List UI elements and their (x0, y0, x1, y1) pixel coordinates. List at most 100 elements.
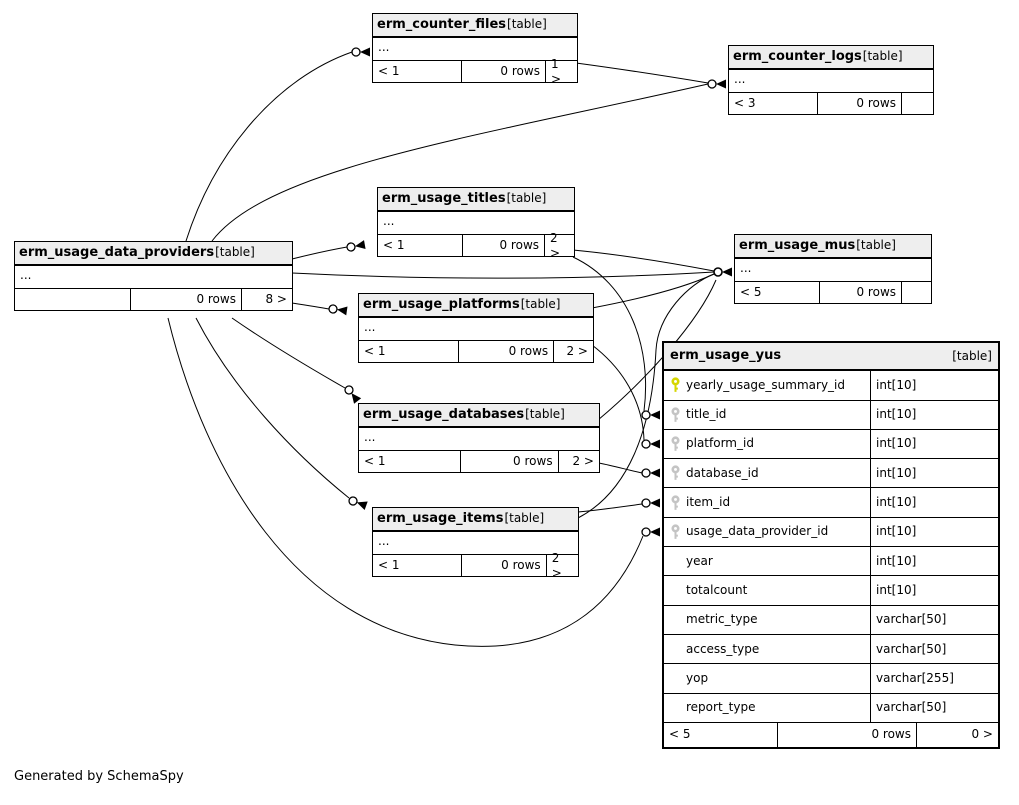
table-footer: < 5 0 rows (735, 282, 931, 304)
edge-files-logs (575, 62, 709, 84)
table-name-link[interactable]: erm_usage_platforms (363, 297, 520, 312)
row-count: 0 rows (818, 93, 902, 115)
table-erm-usage-data-providers[interactable]: erm_usage_data_providers[table] ... 0 ro… (14, 241, 293, 312)
children-count: 2 > (572, 454, 594, 469)
edge-titles-yus (572, 256, 647, 412)
table-erm-usage-yus[interactable]: erm_usage_yus [table] yearly_usage_summa… (662, 341, 1000, 749)
table-erm-usage-platforms[interactable]: erm_usage_platforms[table] ... < 1 0 row… (358, 293, 594, 364)
row-count: 0 rows (778, 722, 917, 747)
table-erm-usage-titles[interactable]: erm_usage_titles[table] ... < 1 0 rows 2… (377, 187, 575, 260)
table-type-tag: [table] (862, 49, 903, 63)
column-row: access_type varchar[50] (664, 634, 998, 665)
elided-columns-row: ... (373, 532, 578, 556)
row-count: 0 rows (459, 341, 555, 363)
table-header: erm_counter_files[table] (373, 14, 577, 39)
column-name: platform_id (686, 436, 754, 451)
column-row: totalcount int[10] (664, 576, 998, 606)
row-count: 0 rows (462, 61, 546, 83)
table-header: erm_usage_items[table] (373, 508, 578, 533)
table-type-tag: [table] (215, 245, 255, 259)
column-row: platform_id int[10] (664, 429, 998, 460)
foreign-key-icon (664, 465, 686, 481)
table-name-link[interactable]: erm_usage_yus (670, 348, 782, 363)
edge-items-yus (577, 503, 643, 513)
column-type: int[10] (870, 400, 998, 429)
row-count: 0 rows (461, 451, 559, 473)
table-erm-usage-mus[interactable]: erm_usage_mus[table] ... < 5 0 rows (734, 234, 932, 305)
table-footer: < 5 0 rows 0 > (664, 722, 998, 747)
column-row: title_id int[10] (664, 400, 998, 430)
column-name: database_id (686, 465, 759, 480)
edge-endpoints (328, 47, 732, 537)
parents-count: < 5 (735, 282, 821, 304)
children-count: 2 > (566, 344, 588, 359)
foreign-key-icon (664, 494, 686, 511)
table-type-tag: [table] (504, 511, 545, 525)
table-erm-usage-items[interactable]: erm_usage_items[table] ... < 1 0 rows 2 … (372, 507, 579, 580)
edge-platforms-mus (591, 273, 715, 309)
table-name-link[interactable]: erm_usage_databases (363, 407, 525, 422)
foreign-key-icon (664, 436, 686, 452)
column-type: varchar[255] (870, 664, 998, 693)
table-header: erm_usage_platforms[table] (359, 294, 593, 319)
column-row: year int[10] (664, 547, 998, 577)
children-count (902, 102, 933, 106)
column-row: yearly_usage_summary_id int[10] (664, 371, 998, 401)
column-row: usage_data_provider_id int[10] (664, 517, 998, 548)
edge-dp-mus (291, 271, 715, 279)
parents-count: < 1 (359, 451, 462, 473)
table-erm-counter-logs[interactable]: erm_counter_logs[table] ... < 3 0 rows (728, 45, 934, 116)
table-name-link[interactable]: erm_usage_items (377, 511, 504, 526)
table-footer: 0 rows 8 > (15, 289, 292, 311)
table-footer: < 1 0 rows 2 > (359, 341, 593, 363)
column-row: metric_type varchar[50] (664, 605, 998, 635)
table-header: erm_usage_titles[table] (378, 188, 574, 213)
column-name: yearly_usage_summary_id (686, 377, 845, 392)
parents-count (15, 289, 132, 311)
table-header: erm_usage_databases[table] (359, 404, 599, 429)
column-type: int[10] (870, 517, 998, 547)
row-count: 0 rows (820, 282, 903, 304)
children-count (902, 291, 931, 295)
column-type: int[10] (870, 547, 998, 576)
table-name-link[interactable]: erm_counter_logs (733, 49, 862, 64)
elided-columns-row: ... (729, 70, 933, 94)
row-count: 0 rows (463, 235, 546, 257)
edge-dp-platforms (291, 302, 330, 310)
column-type: varchar[50] (870, 634, 998, 664)
table-name-link[interactable]: erm_usage_mus (739, 238, 856, 253)
column-name: yop (686, 670, 709, 685)
table-header: erm_usage_yus [table] (664, 343, 998, 372)
edge-dp-items (195, 317, 350, 499)
children-count: 1 > (550, 56, 562, 86)
table-header: erm_usage_mus[table] (735, 235, 931, 260)
table-name-link[interactable]: erm_usage_data_providers (19, 245, 215, 260)
column-type: int[10] (870, 371, 998, 400)
parents-count: < 3 (729, 93, 818, 115)
column-name: report_type (686, 700, 756, 715)
column-type: varchar[50] (870, 693, 998, 722)
column-name: title_id (686, 407, 727, 422)
table-erm-counter-files[interactable]: erm_counter_files[table] ... < 1 0 rows … (372, 13, 578, 86)
parents-count: < 5 (664, 722, 778, 747)
elided-columns-row: ... (735, 259, 931, 283)
table-type-tag: [table] (525, 407, 565, 421)
table-name-link[interactable]: erm_usage_titles (382, 191, 506, 206)
children-count: 8 > (265, 292, 287, 307)
edge-items-mus (577, 273, 715, 519)
edge-dp-counter-files (185, 51, 353, 242)
table-type-tag: [table] (856, 238, 896, 252)
column-row: yop varchar[255] (664, 664, 998, 694)
table-footer: < 1 0 rows 1 > (373, 57, 577, 86)
edge-dp-databases (231, 317, 346, 389)
table-erm-usage-databases[interactable]: erm_usage_databases[table] ... < 1 0 row… (358, 403, 600, 474)
table-name-link[interactable]: erm_counter_files (377, 17, 507, 32)
elided-columns-row: ... (373, 38, 577, 62)
row-count: 0 rows (131, 289, 242, 311)
table-footer: < 1 0 rows 2 > (378, 231, 574, 260)
generated-by-note: Generated by SchemaSpy (14, 769, 184, 784)
table-footer: < 3 0 rows (729, 93, 933, 115)
elided-columns-row: ... (15, 266, 292, 290)
column-row: report_type varchar[50] (664, 693, 998, 723)
row-count: 0 rows (462, 555, 547, 577)
